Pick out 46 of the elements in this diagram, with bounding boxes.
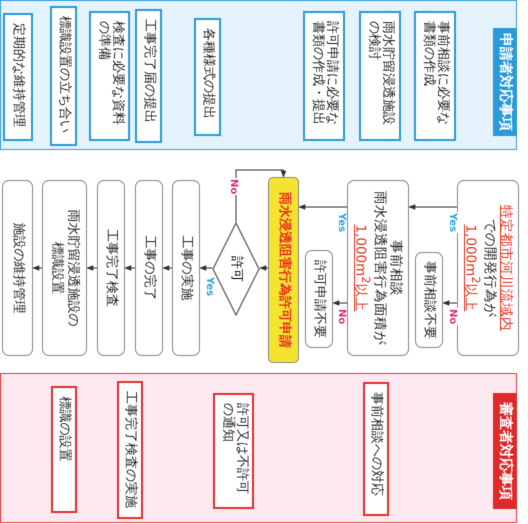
decision-box <box>347 180 409 356</box>
decision-box <box>457 180 519 356</box>
task-box: 工事完了検査の実施 <box>117 381 143 519</box>
arrow <box>162 265 172 271</box>
box-text: 特定都市河川流域内 <box>498 204 514 333</box>
process-box: 施設の維持管理 <box>2 180 33 356</box>
box-text: 事前相談 <box>388 239 404 298</box>
arrow <box>298 204 348 210</box>
arrow <box>442 300 458 306</box>
arrow <box>199 265 212 271</box>
arrow <box>259 265 268 271</box>
section-panel <box>0 373 517 523</box>
box-text: での開発行為が <box>482 218 498 319</box>
arrow <box>332 300 348 306</box>
task-box: 許可又は不許可の通知 <box>213 393 254 509</box>
arrow <box>86 265 98 271</box>
edge-label: No <box>228 178 239 196</box>
process-box: 工事の完了 <box>135 180 163 356</box>
process-box: 雨水浸透阻害行為許可申請 <box>268 177 299 363</box>
arrow <box>408 204 458 210</box>
process-box: 工事完了検査 <box>97 180 125 356</box>
arrow <box>124 265 136 271</box>
process-box: 許可申請不要 <box>305 250 333 348</box>
task-box: 雨水貯留浸透施設の検討 <box>359 11 401 141</box>
task-box: 工事完了届の提出 <box>135 9 162 143</box>
section-panel <box>0 0 517 150</box>
process-box: 雨水貯留浸透施設の標識設置 <box>42 180 87 356</box>
task-box: 各種様式の提出 <box>194 18 221 136</box>
edge-label: No <box>336 308 347 326</box>
task-box: 許可申請に必要な書類の作成・提出 <box>303 11 345 141</box>
section-tag: 審査者対応事項 <box>493 393 517 509</box>
edge-label: Yes <box>336 212 347 234</box>
arrow <box>32 265 42 271</box>
process-box: 工事の実施 <box>172 180 200 356</box>
task-box: 定期的な維持管理 <box>3 13 33 141</box>
task-box: 事前相談への対応 <box>363 382 389 516</box>
edge-label: Yes <box>204 276 215 298</box>
task-box: 標識設置の立ち合い <box>50 6 77 146</box>
task-box: 標識の設置 <box>51 386 77 513</box>
edge-label: Yes <box>447 212 458 234</box>
edge-label: No <box>447 308 458 326</box>
process-box: 事前相談不要 <box>415 252 443 348</box>
section-tag: 申請者対応事項 <box>493 28 517 136</box>
task-box: 事前相談に必要な書類の作成 <box>414 11 456 141</box>
task-box: 検査に必要な資料の準備 <box>89 11 130 141</box>
box-text: 雨水浸透阻害行為面積が <box>372 190 388 347</box>
